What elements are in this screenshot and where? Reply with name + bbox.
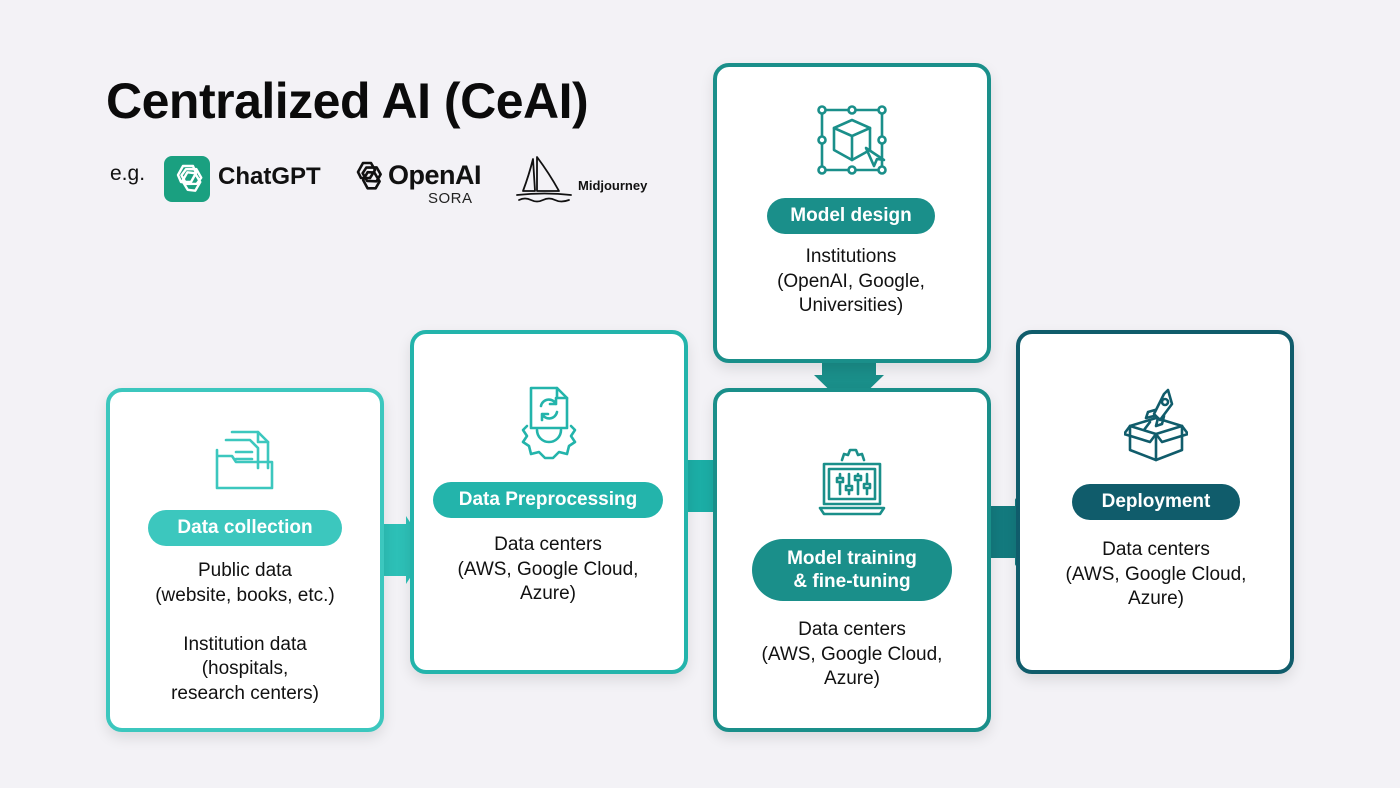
- examples-prefix: e.g.: [110, 162, 146, 185]
- midjourney-sailboat-icon: [516, 156, 572, 203]
- folder-documents-icon: [215, 430, 274, 490]
- data-collection-card: [106, 388, 384, 732]
- openai-label: OpenAI: [388, 160, 482, 190]
- chatgpt-logo-icon: [164, 156, 210, 202]
- data-preprocessing-label: Data Preprocessing: [433, 482, 663, 518]
- arrow-design-to-training: [814, 361, 884, 409]
- model-design-description: Institutions (OpenAI, Google, Universiti…: [777, 246, 925, 316]
- data-preprocessing-description: Data centers (AWS, Google Cloud, Azure): [457, 534, 639, 604]
- data-collection-label: Data collection: [148, 510, 342, 546]
- deployment-description: Data centers (AWS, Google Cloud, Azure): [1065, 539, 1247, 609]
- cube-design-icon: [817, 105, 887, 175]
- midjourney-label: Midjourney: [578, 178, 648, 193]
- model-design-label: Model design: [767, 198, 935, 234]
- page-title: Centralized AI (CeAI): [106, 73, 589, 129]
- document-gear-icon: [521, 386, 577, 460]
- sora-label: SORA: [428, 190, 473, 207]
- model-training-label: Model training & fine-tuning: [752, 539, 952, 601]
- laptop-sliders-icon: [818, 448, 886, 516]
- model-training-description: Data centers (AWS, Google Cloud, Azure): [761, 619, 943, 689]
- chatgpt-label: ChatGPT: [218, 163, 321, 190]
- data-collection-description: Public data (website, books, etc.) Insti…: [155, 560, 335, 704]
- openai-logo-icon: [356, 161, 382, 190]
- deployment-label: Deployment: [1072, 484, 1240, 520]
- rocket-box-icon: [1124, 388, 1188, 462]
